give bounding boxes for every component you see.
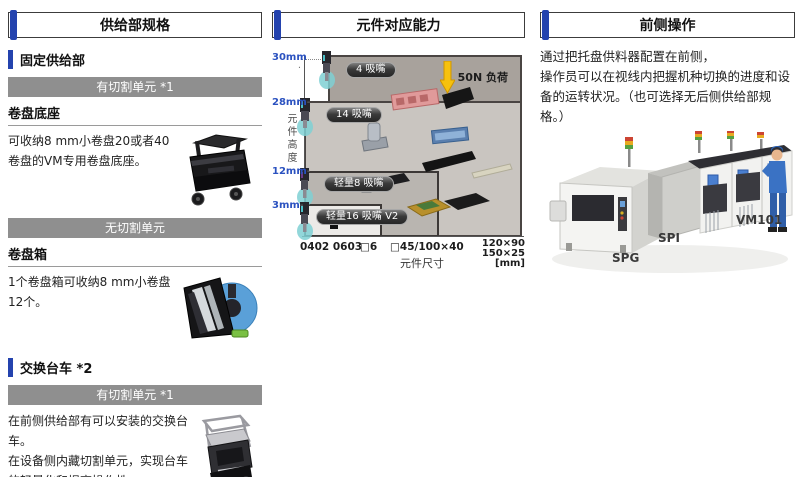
x-tick-sq6: □6: [360, 241, 378, 253]
load-annotation-label: 50N 负荷: [457, 71, 508, 84]
pill-light8-nozzle: 轻量8 吸嘴: [324, 176, 394, 192]
y-tick-28mm: 28mm-: [272, 97, 311, 108]
chart-plot-area: 4 吸嘴 14 吸嘴 轻量8 吸嘴 轻量16 吸嘴 V2 50N 负荷: [297, 51, 524, 240]
reel-stand-block: 可收纳8 mm小卷盘20或者40卷盘的VM专用卷盘底座。: [8, 131, 262, 213]
reel-stand-illustration: [174, 131, 262, 213]
exchange-cart-image: [201, 414, 253, 477]
component-capability-chart: 元件高度 30mm · 28mm- 12mm- 3mm-: [272, 51, 525, 270]
x-tick-120x90: 120×90: [481, 238, 525, 249]
reel-box-text: 1个卷盘箱可收纳8 mm小卷盘12个。: [8, 275, 171, 309]
reel-box-heading: 卷盘箱: [8, 244, 262, 267]
production-line-illustration: SPG SPI VM101: [540, 130, 795, 281]
reel-box-block: 1个卷盘箱可收纳8 mm小卷盘12个。: [8, 272, 262, 346]
exchange-cart-text: 在前侧供给部有可以安装的交换台车。 在设备侧内藏切割单元，实现台车的轻量化和提高…: [8, 414, 189, 477]
component-capability-column: 元件对应能力 元件高度 30mm · 28mm- 12mm- 3mm-: [272, 10, 525, 270]
exchange-cart-block: 在前侧供给部有可以安装的交换台车。 在设备侧内藏切割单元，实现台车的轻量化和提高…: [8, 411, 262, 477]
x-axis-label: 元件尺寸: [400, 257, 444, 270]
x-tick-150x25: 150×25: [481, 248, 525, 259]
production-line-image: [549, 130, 793, 273]
y-tick-3mm: 3mm-: [272, 200, 304, 211]
feeder-spec-header: 供给部规格: [8, 10, 262, 40]
reel-box-image: [183, 277, 258, 339]
x-axis-line: [302, 236, 524, 237]
y-tick-30mm: 30mm ·: [272, 52, 307, 74]
machine-label-vm101: VM101: [736, 213, 783, 227]
blue-accent-bar: [542, 10, 549, 40]
nozzle-icon-30mm: [319, 51, 335, 89]
y-axis-line: [304, 55, 305, 237]
blue-accent-bar: [10, 10, 17, 40]
component-capability-header: 元件对应能力: [272, 10, 525, 40]
x-tick-0402-0603: 0402 0603: [300, 241, 363, 253]
nozzle-icon-3mm: [297, 202, 313, 240]
nozzle-icon-28mm: [297, 98, 313, 136]
pill-light16-nozzle: 轻量16 吸嘴 V2: [316, 209, 409, 225]
reel-stand-text: 可收纳8 mm小卷盘20或者40卷盘的VM专用卷盘底座。: [8, 134, 170, 168]
exchange-cart-illustration: [190, 411, 262, 477]
front-operation-title: 前侧操作: [639, 18, 696, 34]
machine-label-spi: SPI: [658, 231, 680, 245]
cut-unit-bar-2: 有切割单元 *1: [8, 385, 262, 405]
x-tick-right-stack: 120×90 150×25 [mm]: [482, 239, 525, 269]
pill-4-nozzle: 4 吸嘴: [346, 62, 396, 78]
blue-accent-bar: [274, 10, 281, 40]
worker-figure: [762, 146, 787, 232]
front-operation-header: 前侧操作: [540, 10, 795, 40]
front-operation-text: 通过把托盘供料器配置在前侧， 操作员可以在视线内把握机种切换的进度和设备的运转状…: [540, 49, 791, 124]
y-axis-label: 元件高度: [285, 113, 296, 165]
front-operation-column: 前侧操作 通过把托盘供料器配置在前侧， 操作员可以在视线内把握机种切换的进度和设…: [540, 10, 795, 281]
signal-tower-icons: [625, 130, 764, 167]
feeder-spec-column: 供给部规格 固定供给部 有切割单元 *1 卷盘底座 可收纳8 mm小卷盘20或者…: [8, 10, 262, 477]
load-arrow-icon: [439, 61, 455, 95]
feeder-spec-title: 供给部规格: [100, 18, 170, 34]
fixed-feeder-heading: 固定供给部: [8, 50, 262, 69]
load-annotation: 50N 负荷: [439, 61, 508, 95]
reel-box-illustration: [176, 272, 262, 346]
x-tick-45-100x40: □45/100×40: [390, 241, 464, 253]
pill-14-nozzle: 14 吸嘴: [326, 107, 382, 123]
no-cut-unit-bar: 无切割单元: [8, 218, 262, 238]
reel-stand-image: [189, 134, 251, 206]
y-tick-12mm: 12mm-: [272, 166, 311, 177]
nozzle-icon-12mm: [297, 168, 313, 206]
component-capability-title: 元件对应能力: [356, 18, 441, 34]
machine-label-spg: SPG: [612, 251, 640, 265]
exchange-cart-heading: 交换台车 *2: [8, 358, 262, 377]
cut-unit-bar-1: 有切割单元 *1: [8, 77, 262, 97]
tick-connector-30mm: [301, 59, 321, 60]
reel-stand-heading: 卷盘底座: [8, 103, 262, 126]
x-tick-unit: [mm]: [495, 258, 525, 269]
